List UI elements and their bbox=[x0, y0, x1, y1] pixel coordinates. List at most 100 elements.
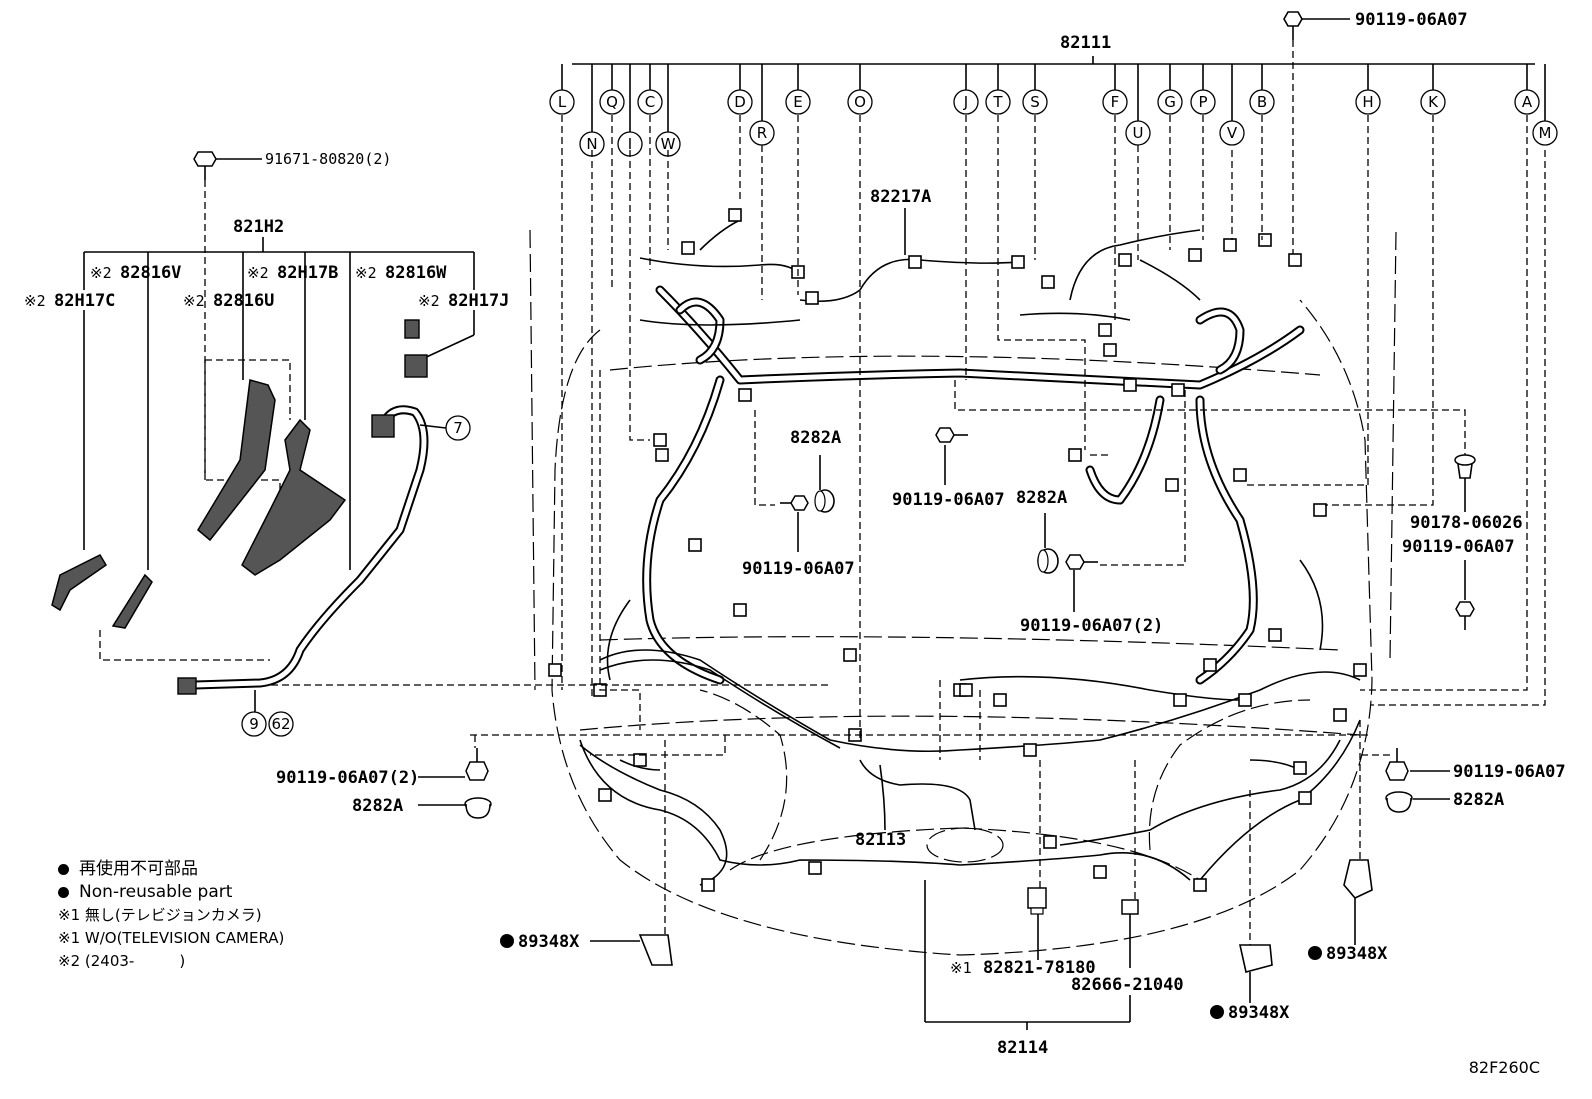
non-reusable-dot-icon bbox=[500, 934, 514, 948]
non-reusable-dot-icon bbox=[58, 886, 69, 898]
connector-icon bbox=[1233, 468, 1247, 482]
sub-part-82H17C bbox=[51, 554, 108, 612]
letter-bubble-t bbox=[985, 89, 1011, 115]
legend-line-5: ※2 (2403- ) bbox=[58, 952, 186, 970]
letter-bubble-text: K bbox=[1428, 93, 1439, 111]
letter-bubble-text: Q bbox=[606, 93, 618, 111]
bolt-top-right-label: 90119-06A07 bbox=[1355, 10, 1468, 30]
bubble-62 bbox=[268, 711, 294, 737]
sub-part-82816W bbox=[177, 405, 429, 695]
main-harness-label: 82111 bbox=[1060, 33, 1111, 53]
letter-bubble-text: H bbox=[1362, 93, 1373, 111]
sub-part-82H17B bbox=[241, 418, 347, 576]
bottom-harness-bracket bbox=[924, 880, 1131, 1030]
letter-bubble-j bbox=[953, 89, 979, 115]
connector-icon bbox=[733, 603, 747, 617]
clip-icon bbox=[464, 797, 492, 819]
sensor-icon bbox=[1027, 887, 1047, 915]
legend-row: 再使用不可部品 bbox=[58, 858, 284, 881]
letter-bubble-text: A bbox=[1522, 93, 1533, 111]
bracket-center-label: 89348X bbox=[1228, 1003, 1290, 1023]
bolt-c-label: 90119-06A07(2) bbox=[1020, 616, 1163, 636]
legend-row: Non-reusable part bbox=[58, 881, 284, 904]
letter-bubble-text: F bbox=[1111, 93, 1120, 111]
letter-bubble-c bbox=[637, 89, 663, 115]
letter-bubble-text: J bbox=[963, 93, 968, 111]
connector-icon bbox=[908, 255, 922, 269]
connector-icon bbox=[653, 433, 667, 447]
letter-bubble-e bbox=[785, 89, 811, 115]
connector-icon bbox=[1098, 323, 1112, 337]
letter-bubble-f bbox=[1102, 89, 1128, 115]
legend-line-3: ※1 無し(テレビジョンカメラ) bbox=[58, 906, 262, 924]
sub-part-mark: ※2 bbox=[355, 264, 377, 282]
figure-code: 82F260C bbox=[1468, 1058, 1540, 1077]
connector-icon bbox=[1193, 878, 1207, 892]
letter-bubble-s bbox=[1022, 89, 1048, 115]
sub-part-mark: ※2 bbox=[183, 292, 205, 310]
sub-part-mark: ※2 bbox=[24, 292, 46, 310]
non-reusable-dot-icon bbox=[1210, 1005, 1224, 1019]
connector-icon bbox=[1165, 478, 1179, 492]
sub-harness-label: 821H2 bbox=[233, 217, 284, 237]
main-harness-leader bbox=[561, 56, 1546, 132]
sub-part-label: 82816W bbox=[385, 263, 447, 283]
letter-bubble-text: I bbox=[628, 135, 632, 153]
letter-bubble-text: E bbox=[793, 93, 802, 111]
connector-icon bbox=[1103, 343, 1117, 357]
sub-part-label: 82H17C bbox=[54, 291, 115, 311]
letter-bubble-text: U bbox=[1133, 124, 1144, 142]
bolt-right-lower-label: 90119-06A07 bbox=[1453, 762, 1566, 782]
clip-icon bbox=[814, 489, 835, 513]
rivet-right-label: 90178-06026 bbox=[1410, 513, 1523, 533]
letter-bubble-text: G bbox=[1164, 93, 1176, 111]
bolt-icon bbox=[1455, 601, 1475, 630]
non-reusable-dot-icon bbox=[58, 863, 69, 875]
letter-bubble-text: W bbox=[661, 135, 676, 153]
connector-icon bbox=[1313, 503, 1327, 517]
connector-icon bbox=[1041, 275, 1055, 289]
bubble-9-text: 9 bbox=[249, 715, 259, 733]
letter-bubble-text: C bbox=[645, 93, 655, 111]
sensor-1-mark: ※1 bbox=[950, 959, 972, 977]
rivet-icon bbox=[1454, 454, 1476, 479]
letter-bubble-text: N bbox=[586, 135, 597, 153]
legend-line-4: ※1 W/O(TELEVISION CAMERA) bbox=[58, 929, 285, 947]
bubble-7 bbox=[445, 415, 471, 441]
bracket-left-label: 89348X bbox=[518, 932, 580, 952]
bolt-top-left-label: 91671-80820(2) bbox=[265, 150, 391, 168]
bolt-left-lower-label: 90119-06A07(2) bbox=[276, 768, 419, 788]
connector-icon bbox=[993, 693, 1007, 707]
letter-bubble-a bbox=[1514, 89, 1540, 115]
connector-icon bbox=[598, 788, 612, 802]
bubble-7-text: 7 bbox=[453, 419, 463, 437]
bubble-9 bbox=[241, 711, 267, 737]
connector-icon bbox=[1238, 693, 1252, 707]
bolt-icon bbox=[465, 748, 489, 781]
letter-bubble-v bbox=[1219, 120, 1245, 146]
letter-bubble-b bbox=[1249, 89, 1275, 115]
letter-bubble-g bbox=[1157, 89, 1183, 115]
sub-part-mark: ※2 bbox=[247, 264, 269, 282]
sub-part-label: 82816U bbox=[213, 291, 274, 311]
sensor-icon bbox=[1121, 899, 1139, 915]
letter-bubble-k bbox=[1420, 89, 1446, 115]
connector-icon bbox=[1293, 761, 1307, 775]
letter-bubble-text: D bbox=[734, 93, 746, 111]
connector-icon bbox=[655, 448, 669, 462]
bolt-b-label: 90119-06A07 bbox=[892, 490, 1005, 510]
letter-bubble-text: L bbox=[558, 93, 567, 111]
sub-part-mark: ※2 bbox=[90, 264, 112, 282]
front-harness-label: 82217A bbox=[870, 187, 931, 207]
bottom-harness-label: 82114 bbox=[997, 1038, 1048, 1058]
connector-icon bbox=[843, 648, 857, 662]
bracket-icon bbox=[1343, 859, 1373, 945]
letter-bubble-l bbox=[549, 89, 575, 115]
connector-icon bbox=[1118, 253, 1132, 267]
connector-icon bbox=[1173, 693, 1187, 707]
sub-assembly-tree bbox=[83, 151, 475, 661]
thin-wires bbox=[579, 219, 1361, 886]
clip-a-label: 8282A bbox=[790, 428, 841, 448]
connector-icon bbox=[633, 753, 647, 767]
vehicle-body-outline bbox=[529, 229, 1397, 956]
